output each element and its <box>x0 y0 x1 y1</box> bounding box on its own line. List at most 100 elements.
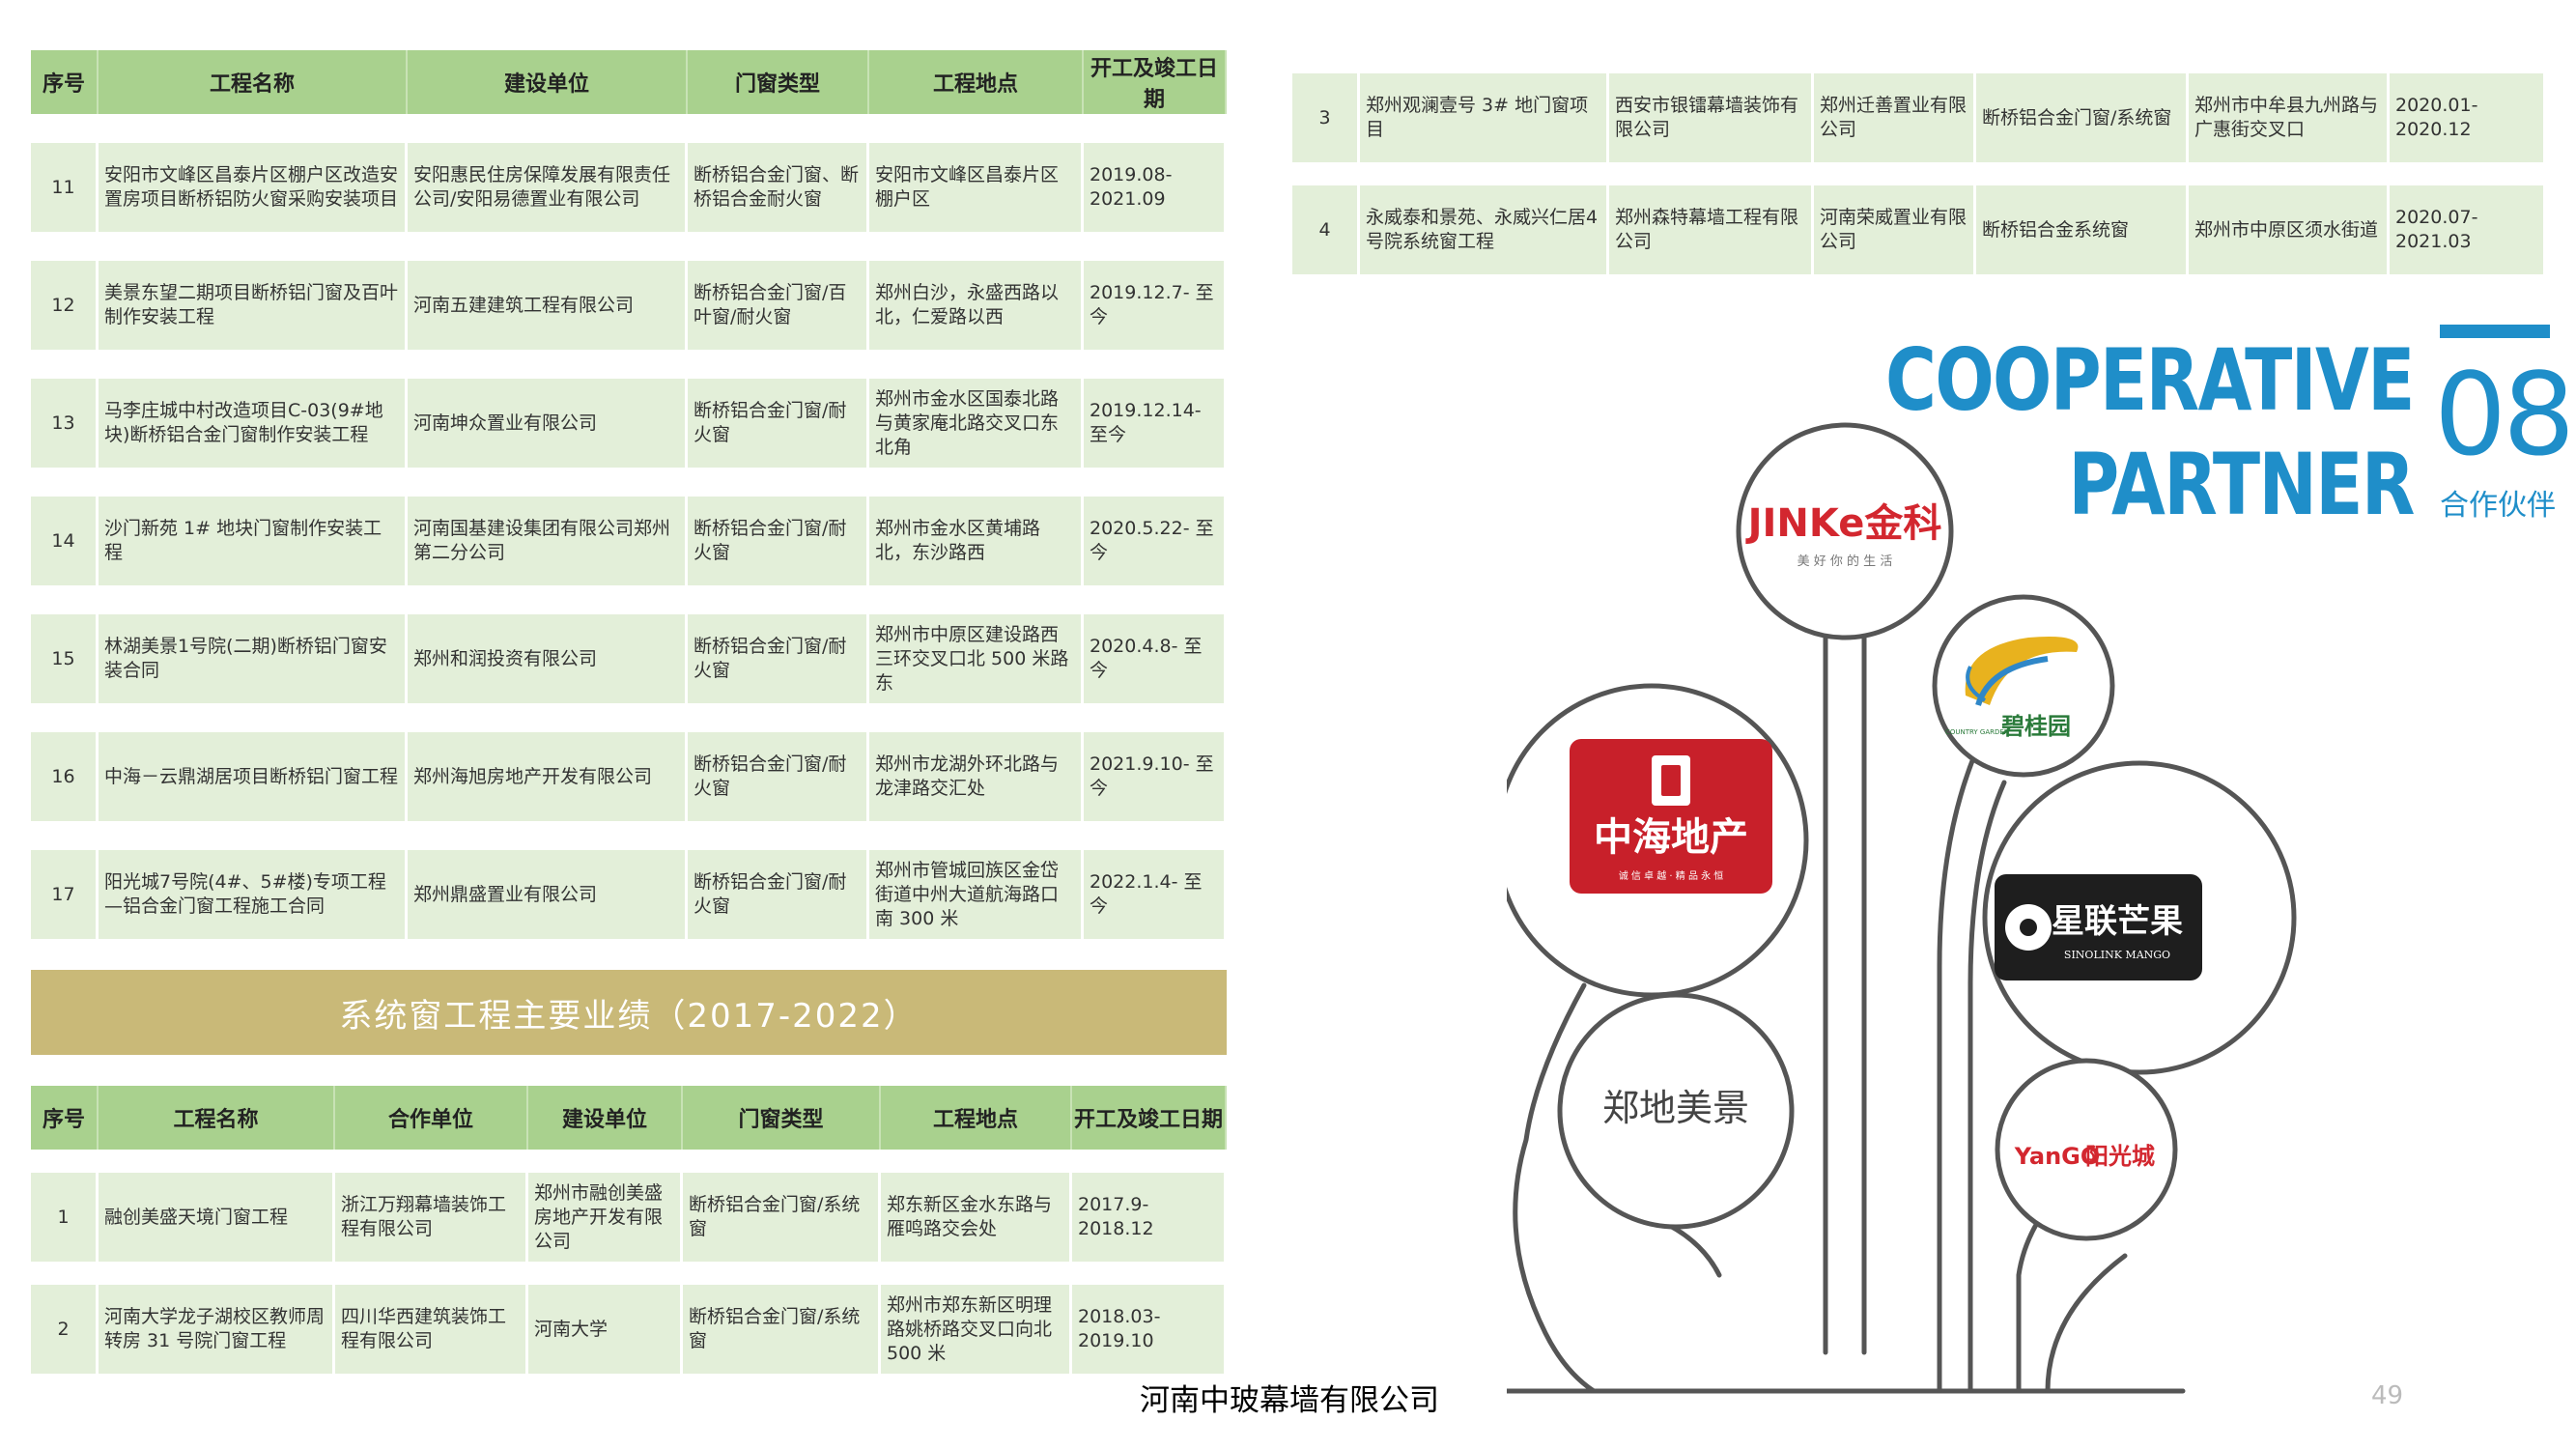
section-subtitle: 合作伙伴 <box>2440 489 2556 523</box>
table-cell: 断桥铝合金门窗/系统窗 <box>1976 73 2189 162</box>
title-line-1: COOPERATIVE <box>1885 330 2415 430</box>
table-cell: 中海－云鼎湖居项目断桥铝门窗工程 <box>99 732 408 821</box>
table-cell: 郑州市金水区国泰北路与黄家庵北路交叉口东北角 <box>869 379 1084 468</box>
zhonghai-logo-box <box>1570 739 1772 894</box>
table-cell: 西安市银镭幕墙装饰有限公司 <box>1609 73 1814 162</box>
table-cell: 15 <box>31 614 99 703</box>
table-cell: 郑州迁善置业有限公司 <box>1814 73 1976 162</box>
row-spacer <box>31 703 1227 732</box>
table-cell: 河南大学龙子湖校区教师周转房 31 号院门窗工程 <box>99 1285 335 1374</box>
table-cell: 郑州观澜壹号 3# 地门窗项目 <box>1360 73 1609 162</box>
table-cell: 郑州市管城回族区金岱街道中州大道航海路口南 300 米 <box>869 850 1084 939</box>
header-window-type: 门窗类型 <box>683 1086 881 1150</box>
table-cell: 郑东新区金水东路与雁鸣路交会处 <box>881 1173 1072 1262</box>
header-index: 序号 <box>31 50 99 114</box>
page-number: 49 <box>2371 1381 2404 1410</box>
zhengdi-circle <box>1557 992 1795 1230</box>
jinke-logo-text: JINKe金科 <box>1745 501 1942 546</box>
bgy-logo-text: 碧桂园 <box>2000 713 2071 740</box>
table-cell: 郑州市郑东新区明理路姚桥路交叉口向北 500 米 <box>881 1285 1072 1374</box>
header-dates: 开工及竣工日期 <box>1072 1086 1227 1150</box>
header-project-name: 工程名称 <box>99 1086 335 1150</box>
table-cell: 2020.01-2020.12 <box>2390 73 2546 162</box>
header-builder: 建设单位 <box>528 1086 683 1150</box>
table-cell: 郑州市金水区黄埔路北，东沙路西 <box>869 497 1084 585</box>
table-cell: 安阳市文峰区昌泰片区棚户区 <box>869 143 1084 232</box>
sinolink-logo-en: SINOLINK MANGO <box>2064 949 2170 961</box>
table-cell: 沙门新苑 1# 地块门窗制作安装工程 <box>99 497 408 585</box>
zhengdi-logo-text: 郑地美景 <box>1602 1087 1749 1129</box>
header-builder: 建设单位 <box>408 50 688 114</box>
row-spacer <box>31 821 1227 850</box>
sinolink-logo-box <box>1995 874 2202 980</box>
table-cell: 2020.07-2021.03 <box>2390 185 2546 274</box>
system-window-banner: 系统窗工程主要业绩（2017-2022） <box>31 970 1227 1055</box>
row-spacer <box>31 114 1227 143</box>
table-cell: 2020.5.22- 至今 <box>1084 497 1227 585</box>
row-spacer <box>31 114 1227 143</box>
table-cell: 断桥铝合金门窗/百叶窗/耐火窗 <box>688 261 869 350</box>
bgy-circle <box>1932 594 2115 778</box>
header-partner: 合作单位 <box>335 1086 528 1150</box>
row-spacer <box>31 821 1227 850</box>
table-header-row: 序号 工程名称 建设单位 门窗类型 工程地点 开工及竣工日期 <box>31 50 1227 114</box>
table-cell: 断桥铝合金系统窗 <box>1976 185 2189 274</box>
cooperative-partner-title: COOPERATIVE PARTNER <box>1885 328 2415 537</box>
row-spacer <box>31 468 1227 497</box>
table-cell: 郑州市龙湖外环北路与龙津路交汇处 <box>869 732 1084 821</box>
table-cell: 2019.08-2021.09 <box>1084 143 1227 232</box>
header-dates: 开工及竣工日期 <box>1084 50 1227 114</box>
footer-company: 河南中玻幕墙有限公司 <box>1140 1383 1439 1418</box>
table-cell: 断桥铝合金门窗/耐火窗 <box>688 614 869 703</box>
row-spacer <box>1292 162 2546 185</box>
bgy-logo-icon <box>1965 637 2079 706</box>
table-cell: 2021.9.10- 至今 <box>1084 732 1227 821</box>
header-location: 工程地点 <box>881 1086 1072 1150</box>
row-spacer <box>31 468 1227 497</box>
header-project-name: 工程名称 <box>99 50 408 114</box>
yango-circle <box>1995 1058 2178 1241</box>
table-cell: 断桥铝合金门窗/耐火窗 <box>688 497 869 585</box>
section-number-bar <box>2440 325 2550 338</box>
table-cell: 13 <box>31 379 99 468</box>
table-cell: 郑州海旭房地产开发有限公司 <box>408 732 688 821</box>
table-cell: 四川华西建筑装饰工程有限公司 <box>335 1285 528 1374</box>
table-cell: 1 <box>31 1173 99 1262</box>
table-cell: 断桥铝合金门窗/系统窗 <box>683 1285 881 1374</box>
header-location: 工程地点 <box>869 50 1084 114</box>
row-spacer <box>31 350 1227 379</box>
jinke-slogan: 美 好 你 的 生 活 <box>1798 554 1893 569</box>
row-spacer <box>1292 162 2546 185</box>
row-spacer <box>31 1262 1227 1285</box>
table-cell: 河南荣威置业有限公司 <box>1814 185 1976 274</box>
table-cell: 郑州鼎盛置业有限公司 <box>408 850 688 939</box>
row-spacer <box>1292 50 2546 73</box>
table-cell: 2018.03-2019.10 <box>1072 1285 1227 1374</box>
table-cell: 安阳市文峰区昌泰片区棚户区改造安置房项目断桥铝防火窗采购安装项目 <box>99 143 408 232</box>
header-window-type: 门窗类型 <box>688 50 869 114</box>
table-cell: 郑州市中牟县九州路与广惠街交叉口 <box>2189 73 2390 162</box>
table-cell: 断桥铝合金门窗/耐火窗 <box>688 850 869 939</box>
table-cell: 郑州市中原区须水街道 <box>2189 185 2390 274</box>
zhonghai-slogan: 诚 信 卓 越 · 精 品 永 恒 <box>1619 869 1724 882</box>
table-cell: 郑州市中原区建设路西三环交叉口北 500 米路东 <box>869 614 1084 703</box>
table-cell: 3 <box>1292 73 1360 162</box>
table-cell: 14 <box>31 497 99 585</box>
partner-tree-graphic: JINKe金科 美 好 你 的 生 活 碧桂园 COUNTRY GARDEN 中… <box>1507 422 2297 1394</box>
table-cell: 美景东望二期项目断桥铝门窗及百叶制作安装工程 <box>99 261 408 350</box>
table-cell: 16 <box>31 732 99 821</box>
table-cell: 断桥铝合金门窗/耐火窗 <box>688 732 869 821</box>
table-cell: 12 <box>31 261 99 350</box>
table-cell: 马李庄城中村改造项目C-03(9#地块)断桥铝合金门窗制作安装工程 <box>99 379 408 468</box>
table-cell: 郑州市融创美盛房地产开发有限公司 <box>528 1173 683 1262</box>
section-number: 08 <box>2434 348 2575 481</box>
